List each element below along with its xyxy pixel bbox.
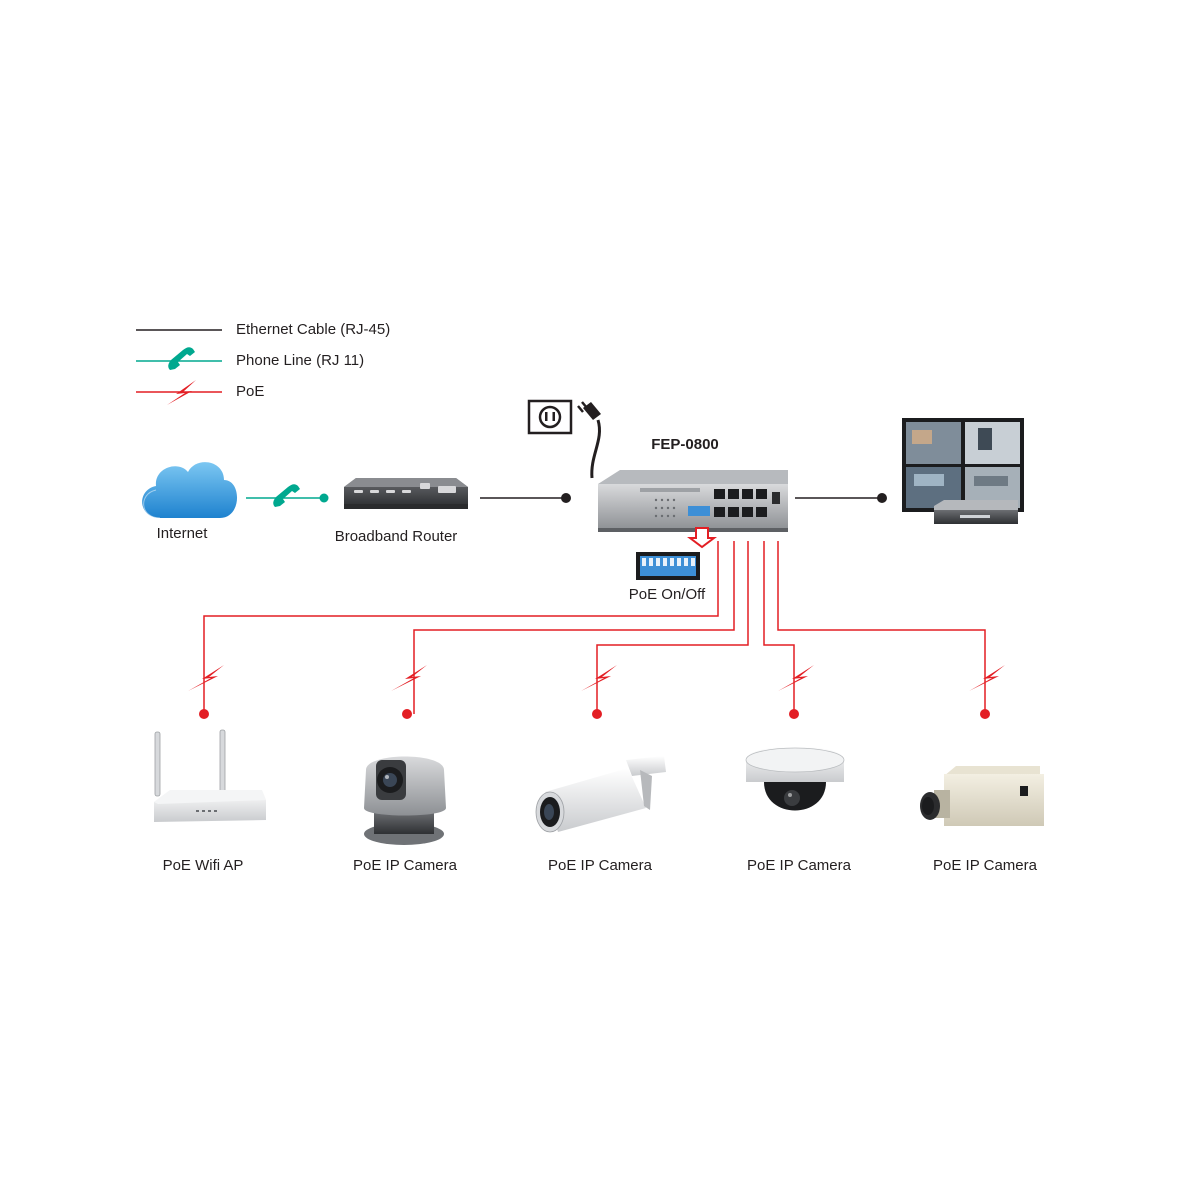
ethernet-endpoint-switch — [561, 493, 571, 503]
phone-handset-icon — [168, 347, 195, 370]
cloud-icon — [142, 462, 238, 519]
lightning-icon — [778, 665, 814, 691]
legend-phone-label: Phone Line (RJ 11) — [236, 352, 365, 369]
device-label-ptz-camera: PoE IP Camera — [353, 857, 457, 874]
lightning-icon — [391, 665, 427, 691]
poe-switch-icon — [598, 470, 788, 532]
down-arrow-icon — [687, 527, 717, 549]
dome-camera-icon — [745, 746, 845, 811]
legend — [136, 329, 222, 405]
internet-label: Internet — [156, 525, 208, 542]
device-label-wifi-ap: PoE Wifi AP — [162, 857, 244, 874]
poe-lightning-group — [188, 665, 1005, 691]
poe-on-off-label: PoE On/Off — [628, 586, 706, 603]
poe-endpoint — [592, 709, 602, 719]
power-outlet-icon — [527, 399, 573, 435]
poe-endpoint — [199, 709, 209, 719]
bullet-camera-icon — [535, 756, 666, 833]
lightning-icon — [969, 665, 1005, 691]
poe-endpoints — [199, 709, 990, 719]
phone-line-handset-icon — [273, 484, 300, 507]
switch-model-label: FEP-0800 — [651, 436, 719, 453]
box-camera-icon — [920, 766, 1044, 826]
router-icon — [344, 478, 468, 509]
dip-switch-icon — [636, 552, 700, 580]
power-plug-icon — [577, 401, 601, 479]
wifi-ap-icon — [154, 729, 266, 822]
router-label: Broadband Router — [334, 528, 458, 545]
device-label-bullet-camera: PoE IP Camera — [548, 857, 652, 874]
device-label-box-camera: PoE IP Camera — [933, 857, 1037, 874]
lightning-icon — [167, 380, 196, 405]
ptz-camera-icon — [364, 756, 446, 845]
lightning-icon — [188, 665, 224, 691]
nvr-icon — [934, 500, 1018, 524]
legend-poe-label: PoE — [236, 383, 265, 400]
poe-endpoint — [980, 709, 990, 719]
legend-ethernet-label: Ethernet Cable (RJ-45) — [236, 321, 391, 338]
lightning-icon — [581, 665, 617, 691]
device-label-dome-camera: PoE IP Camera — [747, 857, 851, 874]
poe-endpoint — [402, 709, 412, 719]
monitor-icon — [902, 418, 1024, 512]
phone-line-endpoint — [319, 493, 329, 503]
ethernet-endpoint-nvr — [877, 493, 887, 503]
poe-wiring — [203, 541, 986, 714]
poe-endpoint — [789, 709, 799, 719]
